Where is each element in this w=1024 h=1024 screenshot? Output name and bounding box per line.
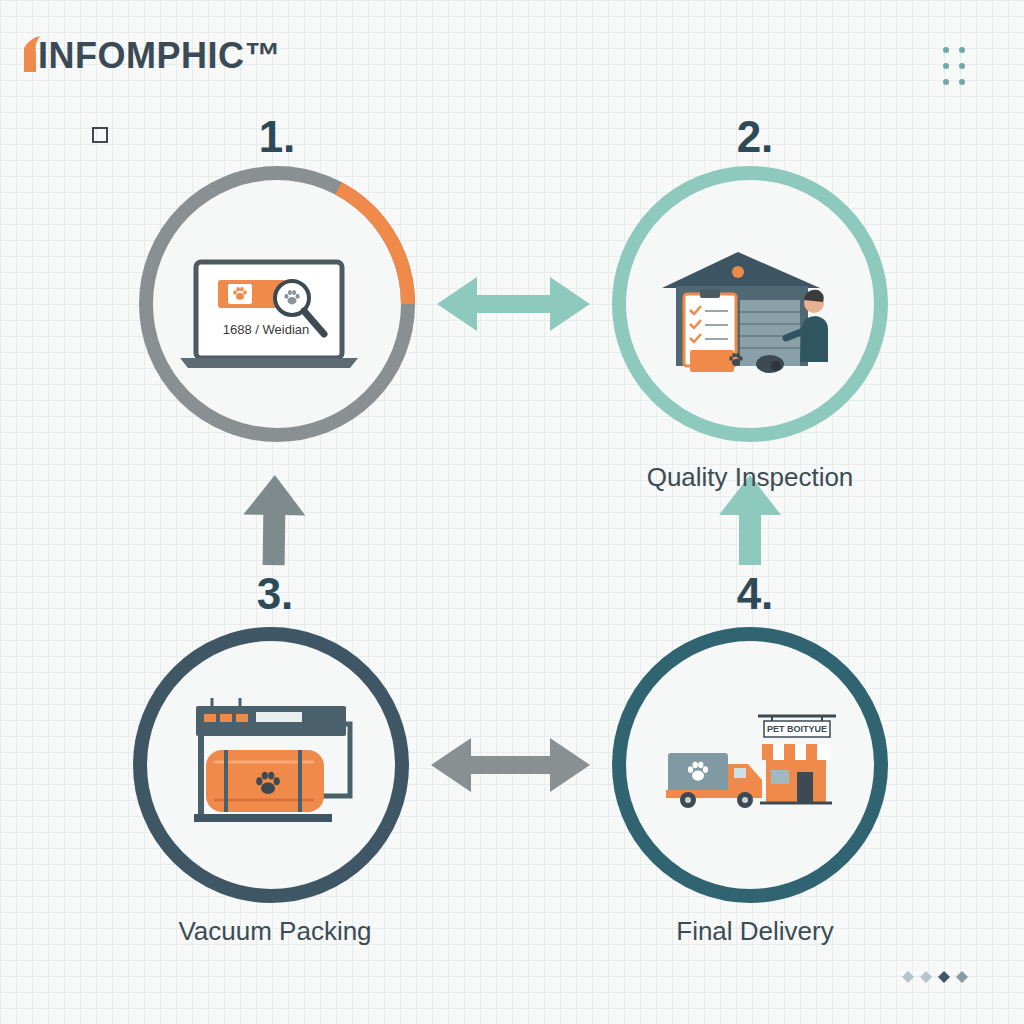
step-text: Vacuum Packing: [115, 916, 435, 947]
circle-ring: [619, 634, 881, 896]
decor-dots: [943, 63, 949, 69]
brand-logo: INFOMPHIC™: [38, 34, 281, 77]
decor-dots: [959, 79, 965, 85]
flow-arrow: [431, 738, 590, 792]
step-circle: 4.Final DeliveryPET BOITYUE: [610, 625, 890, 905]
step-circle: 2.Quality Inspection: [610, 164, 890, 444]
decor-square: [93, 128, 107, 142]
step-text: 1688 / Weidian: [206, 322, 326, 338]
decor-diamonds: [956, 971, 968, 983]
step-circle: 3.Vacuum Packing: [131, 625, 411, 905]
logo-mark: [24, 36, 40, 72]
step-number: 1.: [227, 111, 327, 164]
decor-dots: [943, 47, 965, 85]
decor-dots: [959, 63, 965, 69]
decor-diamonds: [902, 971, 968, 983]
step-circle: 1.1688 / Weidian: [137, 164, 417, 444]
circle-outline: [131, 625, 411, 905]
decor-dots: [943, 47, 949, 53]
decor-dots: [959, 47, 965, 53]
step-number: 3.: [225, 568, 325, 621]
step-text: Final Delivery: [595, 916, 915, 947]
logo-mark: [24, 36, 40, 72]
progress-arc: [339, 188, 408, 304]
circle-outline: [610, 625, 890, 905]
circle-ring: [146, 173, 408, 435]
decor-square: [93, 128, 107, 142]
flow-arrow: [243, 475, 305, 565]
decor-diamonds: [920, 971, 932, 983]
decor-diamonds: [938, 971, 950, 983]
step-number: 4.: [705, 568, 805, 621]
circle-ring: [140, 634, 402, 896]
step-text: Quality Inspection: [590, 462, 910, 493]
decor-dots: [943, 79, 949, 85]
decor-diamonds: [902, 971, 914, 983]
step-number: 2.: [705, 111, 805, 164]
circle-outline: [610, 164, 890, 444]
circle-outline: [137, 164, 417, 444]
circle-ring: [619, 173, 881, 435]
flow-arrow: [437, 277, 590, 331]
step-text: PET BOITYUE: [762, 724, 832, 735]
